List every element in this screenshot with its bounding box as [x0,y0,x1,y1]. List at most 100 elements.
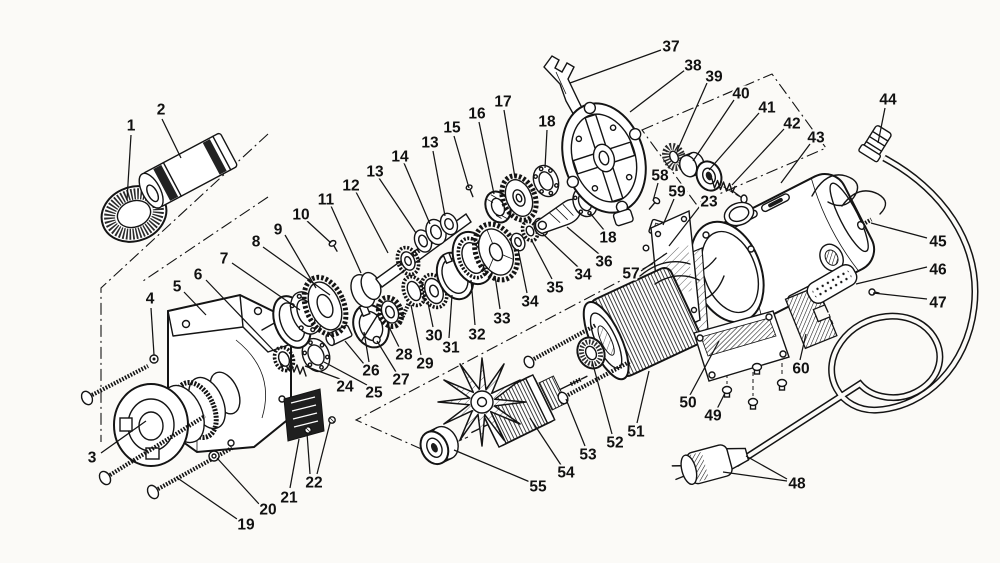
part-bearing-52 [576,336,606,370]
callout-label-43: 43 [807,130,825,147]
callout-33: 33 [491,275,513,330]
callout-48: 48 [722,455,808,495]
leader-line-13 [432,150,446,217]
callout-label-36: 36 [595,254,613,271]
leader-line-45 [870,222,928,239]
leader-line-30 [427,302,434,328]
callout-45: 45 [870,222,949,253]
leader-line-13 [378,177,417,234]
callout-label-8: 8 [252,234,261,251]
callout-43: 43 [780,128,827,184]
leader-line-5 [183,291,207,316]
callout-label-23: 23 [700,194,718,211]
part-washer-13a [413,229,433,253]
callout-label-31: 31 [442,340,460,357]
part-bearing-55 [419,425,459,466]
callout-label-33: 33 [493,311,511,328]
leader-line-48 [722,471,788,482]
callout-label-40: 40 [732,86,749,103]
leader-line-32 [470,279,476,326]
leader-line-26 [344,340,365,365]
callout-44: 44 [877,90,899,144]
leader-line-25 [323,361,368,386]
part-pinion-6 [272,345,296,373]
leader-line-24 [304,365,341,380]
callout-32: 32 [466,279,488,346]
callout-38: 38 [629,56,704,113]
part-through-screws-53 [523,323,632,405]
leader-line-23 [668,205,701,247]
callout-label-38: 38 [684,58,702,75]
leader-line-47 [872,292,928,300]
leader-line-60 [799,333,807,361]
part-brush-plate-50 [693,310,790,382]
callout-label-37: 37 [662,39,679,56]
callout-5: 5 [171,277,207,316]
callout-label-4: 4 [146,291,155,308]
callout-15: 15 [441,118,470,189]
leader-line-8 [262,246,331,296]
part-key-37 [543,55,585,118]
part-washer-34a [510,232,526,252]
leader-line-27 [376,340,397,373]
part-bearing-25 [301,337,331,373]
callout-label-60: 60 [792,361,809,378]
callout-42: 42 [731,114,803,186]
leader-line-18 [589,212,605,231]
callout-label-35: 35 [546,280,564,297]
housing-wires [811,174,887,215]
callout-50: 50 [677,340,720,414]
leader-line-37 [569,49,662,84]
leader-line-54 [529,417,562,466]
callout-37: 37 [569,37,682,84]
leader-line-7 [231,262,301,311]
callout-35: 35 [530,238,566,299]
callout-58: 58 [649,166,671,202]
leader-line-22 [316,422,331,475]
callout-label-2: 2 [157,102,166,119]
leader-line-44 [877,107,886,144]
leader-line-39 [676,82,708,152]
leader-line-28 [387,324,400,348]
callout-label-15: 15 [443,120,461,137]
part-plug-48 [671,444,750,486]
callout-label-21: 21 [280,490,298,507]
part-fan-blade [437,357,527,447]
callout-2: 2 [155,100,182,159]
callout-47: 47 [872,292,949,314]
callout-label-12: 12 [342,178,359,195]
callout-53: 53 [565,398,599,466]
callout-54: 54 [529,417,577,484]
part-set-screw-45 [856,217,873,230]
callout-label-18: 18 [599,230,617,247]
callout-label-42: 42 [783,116,800,133]
callout-52: 52 [591,360,626,454]
callout-4: 4 [144,289,157,356]
part-washer-13b [439,212,459,236]
leader-line-26 [363,331,370,363]
callout-label-34: 34 [574,267,592,284]
callout-label-55: 55 [529,479,547,496]
part-power-cord [734,154,979,467]
callout-6: 6 [192,265,275,352]
callout-label-49: 49 [704,408,722,425]
leader-line-15 [453,135,470,189]
callout-label-19: 19 [237,517,255,534]
callout-label-30: 30 [425,328,442,345]
leader-line-40 [692,99,735,162]
leader-line-55 [453,449,531,483]
callout-label-7: 7 [220,251,229,268]
callout-label-25: 25 [365,385,383,402]
callout-label-18: 18 [538,114,556,131]
callout-1: 1 [125,116,138,201]
leader-line-36 [566,226,600,255]
callout-55: 55 [453,449,549,498]
callout-label-3: 3 [88,450,97,467]
callout-label-44: 44 [879,92,897,109]
part-ball-bearing-18a [532,164,560,198]
leader-line-21 [289,438,300,489]
callout-label-59: 59 [668,184,686,201]
callout-59: 59 [662,182,688,226]
callout-19: 19 [175,476,257,536]
